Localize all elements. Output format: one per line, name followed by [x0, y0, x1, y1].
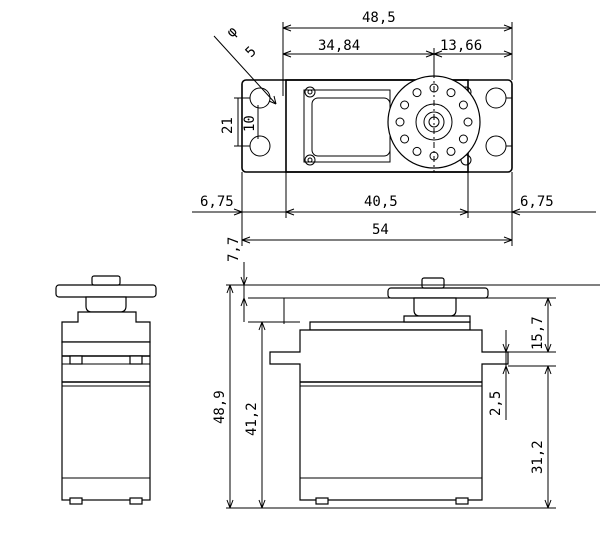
horn-hole — [458, 134, 468, 144]
screw-icon — [304, 154, 316, 166]
front-horn-hub — [413, 297, 457, 317]
side-gear-cover — [61, 311, 151, 343]
front-body — [269, 329, 509, 501]
side-body — [61, 341, 151, 501]
dim-left-to-spline: 34,84 — [318, 38, 360, 54]
side-foot — [129, 497, 143, 505]
horn-hole — [395, 117, 405, 127]
top-cover-inner — [311, 97, 391, 157]
dim-tab-to-bottom: 31,2 — [530, 440, 546, 474]
mount-hole-right-top — [485, 87, 507, 109]
dim-overall-width: 48,5 — [362, 10, 396, 26]
arrow — [282, 24, 513, 32]
front-gear-boss — [403, 315, 471, 323]
arrow — [226, 284, 234, 509]
dim-total-width: 54 — [372, 222, 389, 238]
dim-hole-spacing: 10 — [242, 115, 258, 132]
dim-left-tab: 6,75 — [200, 194, 234, 210]
side-horn-disk — [55, 284, 157, 298]
dim-hole-diameter-value: 5 — [243, 44, 260, 61]
mount-hole-left-top — [249, 87, 271, 109]
side-view — [55, 275, 157, 505]
top-cover — [303, 89, 391, 163]
screw-icon — [307, 157, 313, 163]
horn-hole — [400, 100, 410, 110]
front-gear-cover — [309, 321, 471, 331]
dim-body-height: 41,2 — [244, 402, 260, 436]
dim-hole-pitch: 21 — [220, 117, 236, 134]
side-foot — [69, 497, 83, 505]
side-horn-top — [91, 275, 121, 286]
horn-hole — [463, 117, 473, 127]
arrow — [502, 343, 510, 375]
horn-hole — [412, 146, 422, 156]
dim-spline-to-right: 13,66 — [440, 38, 482, 54]
horn-hole — [400, 134, 410, 144]
horn-holes — [395, 83, 473, 161]
arrow — [241, 236, 513, 244]
leader-line — [213, 35, 277, 105]
arrow — [233, 208, 521, 216]
side-horn-hub — [85, 296, 127, 313]
front-view: 7,7 48,9 41,2 15,7 2,5 31,2 — [212, 237, 600, 509]
mount-hole-right-bottom — [485, 135, 507, 157]
side-tab — [129, 355, 143, 365]
horn-hole — [446, 146, 456, 156]
side-tab — [69, 355, 83, 365]
dim-top-to-tab: 15,7 — [530, 316, 546, 350]
horn-hole — [446, 88, 456, 98]
arrow — [258, 321, 266, 509]
screw-icon — [307, 89, 313, 95]
front-foot — [315, 497, 329, 505]
arrow — [268, 95, 277, 105]
front-foot — [455, 497, 469, 505]
horn-hole — [458, 100, 468, 110]
dim-right-tab: 6,75 — [520, 194, 554, 210]
arrow — [282, 50, 513, 58]
front-horn-disk — [387, 287, 489, 299]
dim-horn-height: 7,7 — [226, 237, 242, 262]
arrow — [544, 297, 552, 353]
arrow — [240, 276, 248, 307]
mount-hole-left-bottom — [249, 135, 271, 157]
arrow — [544, 365, 552, 509]
horn-hole — [412, 88, 422, 98]
dim-overall-height: 48,9 — [212, 390, 228, 424]
dim-body-width: 40,5 — [364, 194, 398, 210]
front-horn-top — [421, 277, 445, 289]
dim-tab-thickness: 2,5 — [488, 391, 504, 416]
dim-hole-diameter-symbol: φ — [224, 24, 241, 41]
screw-icon — [304, 86, 316, 98]
top-view: 48,5 34,84 13,66 φ 5 21 10 6,75 40,5 6,7… — [192, 10, 596, 246]
